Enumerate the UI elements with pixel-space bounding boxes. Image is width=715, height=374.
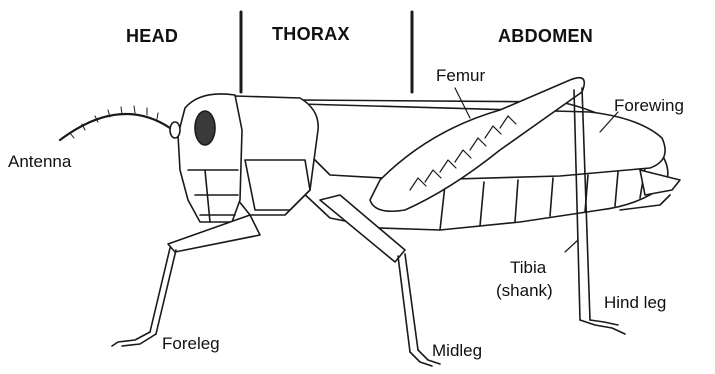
tibia-label-line1: Tibia (510, 258, 546, 278)
foreleg-tarsus (112, 332, 156, 346)
forewing-label: Forewing (614, 96, 684, 116)
antenna-ridges (70, 106, 158, 138)
section-head-label: HEAD (126, 26, 178, 46)
hind-tarsus (580, 320, 625, 334)
antenna-label: Antenna (8, 152, 71, 172)
pointer-tibia (565, 240, 578, 252)
midleg-tibia (398, 254, 418, 352)
antenna (60, 114, 170, 140)
foreleg-label: Foreleg (162, 334, 220, 354)
foreleg-tibia (150, 248, 176, 334)
antenna-socket (170, 122, 180, 138)
thorax-plate (245, 160, 310, 210)
tibia-label-line2: (shank) (496, 281, 553, 301)
midleg-label: Midleg (432, 341, 482, 361)
compound-eye (195, 111, 215, 145)
section-thorax-label: THORAX (272, 24, 350, 44)
hind-leg-label: Hind leg (604, 293, 666, 313)
femur-label: Femur (436, 66, 485, 86)
section-abdomen-label: ABDOMEN (498, 26, 593, 46)
